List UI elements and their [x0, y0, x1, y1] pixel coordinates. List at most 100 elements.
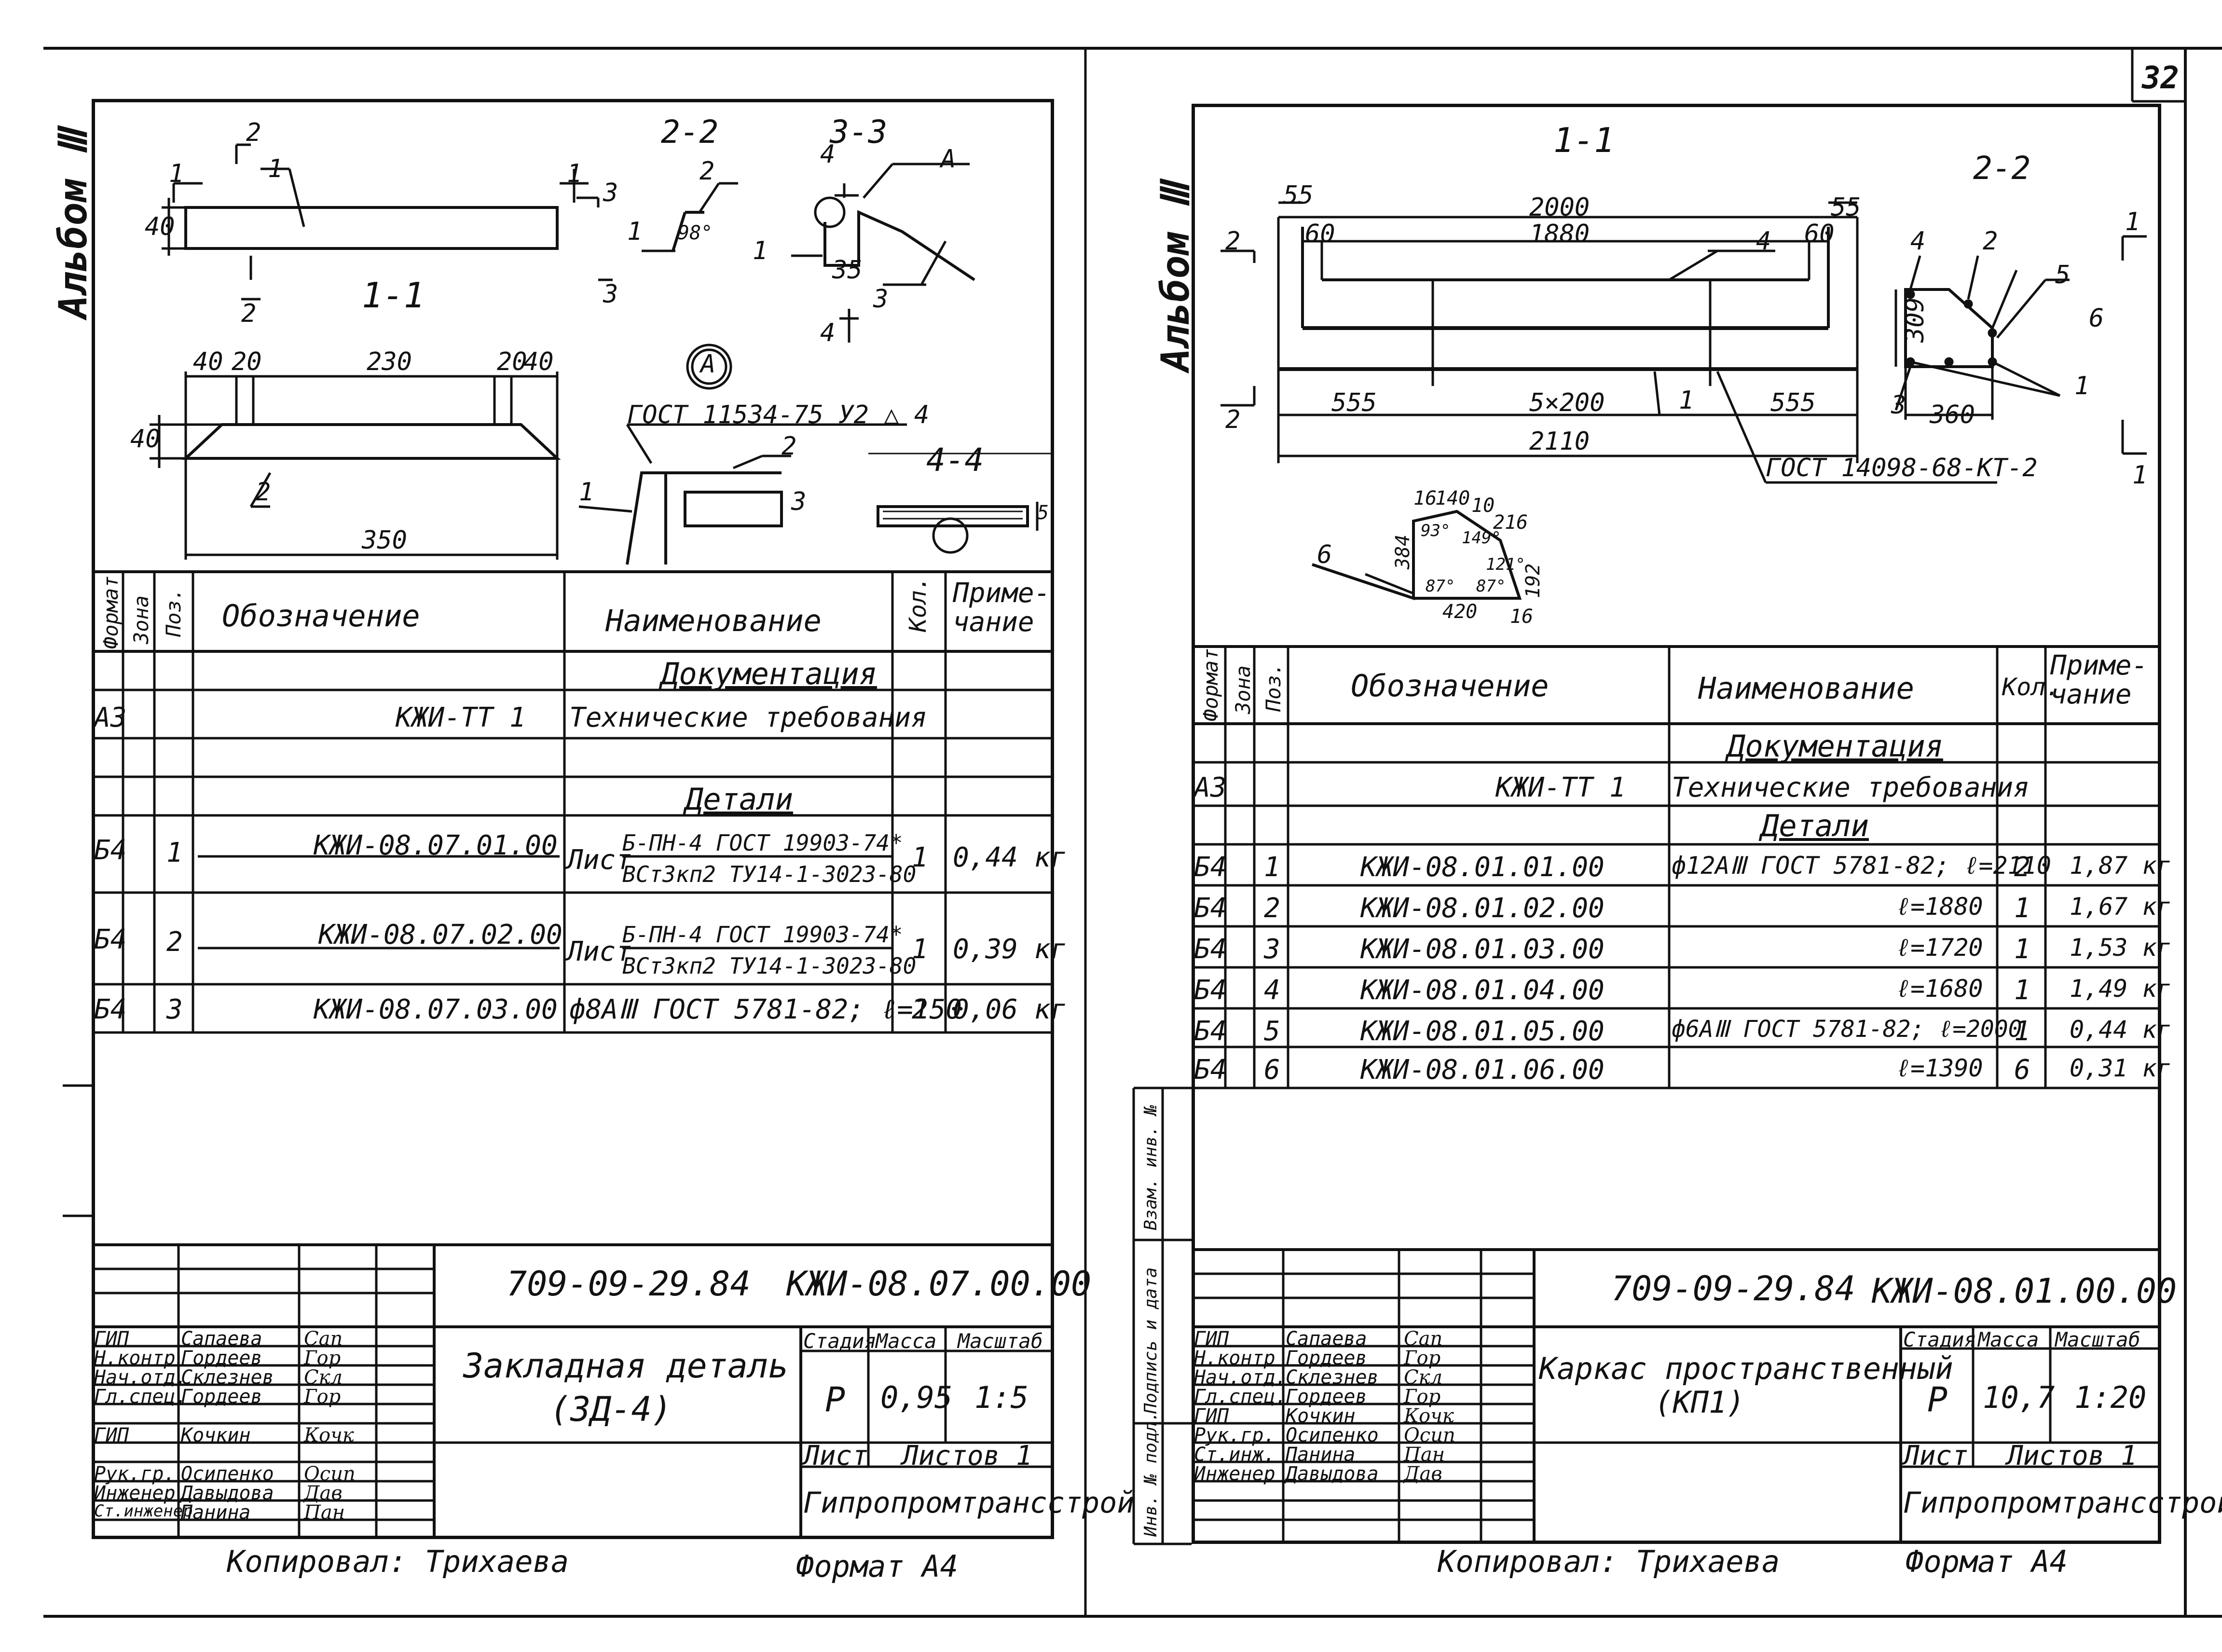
left-row2-note: 0,39 кг [953, 934, 1067, 965]
right-person4-role: ГИП [1194, 1405, 1229, 1427]
right-person3-name: Гордеев [1286, 1386, 1367, 1408]
left-row2-name-bot: ВСт3кп2 ТУ14-1-3023-80 [622, 953, 917, 979]
left-row0-designation: КЖИ-ТТ 1 [396, 702, 526, 733]
left-person2-sign: Скл [304, 1366, 343, 1389]
right-row2-format: Б4 [1194, 893, 1227, 924]
left-33-cut4b: 4 [820, 318, 836, 347]
left-row2-designation: КЖИ-08.07.02.00 [318, 919, 562, 950]
left-tb-mass: 0,95 [880, 1380, 953, 1415]
right-22-pos3: 3 [1891, 391, 1907, 420]
left-tb-code: 709-09-29.84 [507, 1264, 751, 1304]
right-row4-name: ℓ=1680 [1896, 975, 1983, 1003]
left-person1-role: Н.контр [94, 1347, 176, 1369]
right-copied-by: Копировал: Трихаева [1438, 1544, 1780, 1579]
left-tb-stage: Р [825, 1380, 846, 1419]
right-22-pos4: 4 [1910, 227, 1926, 256]
left-person5-role: Рук.гр. [94, 1463, 176, 1485]
right-row6-designation: КЖИ-08.01.06.00 [1360, 1054, 1605, 1086]
right-22-pos1: 1 [2074, 372, 2090, 400]
right-dim55b: 55 [1831, 193, 1861, 222]
left-person7-name: Панина [181, 1501, 251, 1524]
left-dim20-b: 20 [497, 347, 527, 376]
right-row3-name: ℓ=1720 [1896, 934, 1983, 962]
left-section-2-2: 2-2 [661, 113, 719, 151]
right-row6-name: ℓ=1390 [1896, 1054, 1983, 1082]
left-row2-name-top: Б-ПН-4 ГОСТ 19903-74* [622, 922, 903, 948]
right-dim60a: 60 [1305, 220, 1335, 248]
right-dim360: 360 [1930, 400, 1975, 429]
left-sec11-num: 2 [246, 118, 261, 147]
right-row0-format: А3 [1194, 772, 1227, 803]
right-section-parts: Детали [1761, 808, 1869, 843]
left-row1-note: 0,44 кг [953, 842, 1067, 873]
right-22-pos2: 2 [1983, 227, 1998, 256]
right-22-pos6: 6 [2089, 304, 2104, 333]
right-bend-i: 87° [1476, 577, 1506, 596]
right-person1-name: Гордеев [1286, 1347, 1367, 1369]
right-row5-format: Б4 [1194, 1016, 1227, 1047]
left-tb-title2: (ЗД-4) [550, 1390, 672, 1429]
right-person0-name: Сапаева [1286, 1328, 1367, 1350]
left-gost-weld: ГОСТ 11534-75 У2 △ 4 [627, 400, 930, 429]
left-calloutA: А [700, 350, 716, 379]
right-row4-qty: 1 [2014, 975, 2030, 1006]
left-copied-by: Копировал: Трихаева [227, 1544, 569, 1579]
right-format: Формат А4 [1906, 1544, 2068, 1579]
left-format: Формат А4 [796, 1549, 958, 1584]
right-person6-role: Ст.инж. [1194, 1444, 1276, 1466]
left-row1-pos: 1 [166, 837, 183, 868]
right-person0-role: ГИП [1194, 1328, 1229, 1350]
right-person2-role: Нач.отд. [1194, 1366, 1287, 1389]
left-A-pos2: 2 [782, 432, 797, 461]
page-number: 32 [2142, 60, 2180, 96]
right-dim2110: 2110 [1529, 427, 1590, 456]
left-row1-name-top: Б-ПН-4 ГОСТ 19903-74* [622, 830, 903, 856]
right-row1-designation: КЖИ-08.01.01.00 [1360, 852, 1605, 883]
right-tb-mass: 10,7 [1983, 1380, 2055, 1415]
right-bend-a: 16 [1413, 487, 1437, 509]
right-person7-sign: Дав [1404, 1463, 1442, 1485]
right-row5-designation: КЖИ-08.01.05.00 [1360, 1016, 1605, 1047]
left-tb-sheet-label: Лист [803, 1440, 868, 1472]
right-person5-role: Рук.гр. [1194, 1424, 1276, 1446]
left-33-pos3: 3 [873, 285, 889, 314]
right-tb-stage-label: Стадия [1903, 1328, 1976, 1351]
right-row6-note: 0,31 кг [2070, 1054, 2171, 1082]
left-person4-sign: Кочк [304, 1424, 354, 1446]
left-section-3-3: 3-3 [830, 113, 888, 151]
right-dim5x200: 5×200 [1529, 388, 1605, 417]
right-bend-l: 420 [1442, 601, 1478, 623]
left-person6-name: Давыдова [181, 1482, 274, 1504]
right-sheet [1192, 104, 2161, 1544]
right-row1-name: ф12АⅢ ГОСТ 5781-82; ℓ=2110 [1672, 852, 2051, 880]
left-row2-name-pre: Лист [567, 936, 632, 967]
left-tb-org: Гипропромтрансстрой [803, 1486, 1135, 1520]
right-dim2000: 2000 [1529, 193, 1590, 222]
right-row5-pos: 5 [1264, 1016, 1280, 1047]
left-person2-role: Нач.отд. [94, 1366, 187, 1389]
left-person3-sign: Гор [304, 1386, 341, 1408]
right-tb-sheets-label: Листов 1 [2007, 1440, 2137, 1472]
right-bend-m: 16 [1510, 606, 1534, 628]
right-person7-role: Инженер [1194, 1463, 1276, 1485]
right-row2-pos: 2 [1264, 893, 1280, 924]
right-22-pos5: 5 [2055, 261, 2071, 289]
right-dim60b: 60 [1804, 220, 1835, 248]
right-dim55a: 55 [1283, 181, 1314, 210]
left-A-pos3: 3 [791, 487, 807, 516]
right-col-name: Наименование [1698, 671, 1914, 706]
right-bend-c: 10 [1471, 495, 1495, 517]
right-row6-format: Б4 [1194, 1054, 1227, 1086]
left-person6-sign: Дав [304, 1482, 343, 1504]
right-tb-org: Гипропромтрансстрой [1903, 1486, 2222, 1520]
right-tb-code: 709-09-29.84 [1611, 1269, 1855, 1308]
right-bend-g: 121° [1486, 555, 1525, 574]
right-bend-h: 87° [1426, 577, 1455, 596]
left-col-designation: Обозначение [222, 598, 420, 633]
left-row1-designation: КЖИ-08.07.01.00 [314, 830, 558, 861]
left-tb-scale-label: Масштаб [958, 1329, 1043, 1353]
